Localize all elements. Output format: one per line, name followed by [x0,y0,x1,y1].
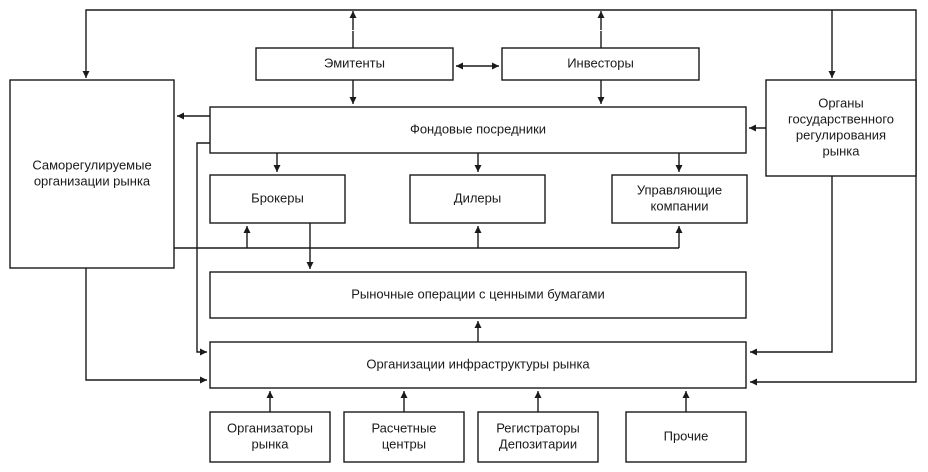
node-infra-label: Организации инфраструктуры рынка [366,356,590,371]
node-brokery: Брокеры [209,174,346,224]
node-samoreg-box [9,79,175,269]
node-upravl-label: компании [651,198,709,213]
node-posredniki-box [209,106,747,154]
node-dilery: Дилеры [409,174,546,224]
node-dilery-box [409,174,546,224]
node-dilery-label: Дилеры [454,190,501,205]
node-infra: Организации инфраструктуры рынка [209,341,747,389]
node-emitenty-label: Эмитенты [324,55,385,70]
node-prochie-label: Прочие [664,428,709,443]
node-raschet-label: центры [382,436,426,451]
node-organizatory-label: Организаторы [227,420,313,435]
node-organy-box [765,79,917,177]
node-boxes: Эмитенты ИнвесторыСаморегулируемыеорганиз… [9,47,917,463]
node-organy-label: Органы [818,95,864,110]
node-upravl-box [611,174,748,224]
connector-lines [82,9,917,412]
node-samoreg-label: организации рынка [34,173,151,188]
node-operacii-label: Рыночные операции с ценными бумагами [351,286,605,301]
node-operacii: Рыночные операции с ценными бумагами [209,271,747,319]
node-operacii-box [209,271,747,319]
node-registratory-label: Регистраторы [496,420,580,435]
node-organizatory-label: рынка [252,436,290,451]
node-brokery-label: Брокеры [251,190,304,205]
top-loop-line [85,9,917,386]
node-infra-box [209,341,747,389]
node-raschet-label: Расчетные [371,420,436,435]
node-organy-label: регулирования [796,127,886,142]
node-organy-label: рынка [823,143,861,158]
node-upravl-label: Управляющие [637,182,722,197]
node-posredniki: Фондовые посредники [209,106,747,154]
node-organizatory-box [209,411,331,463]
node-investory-label: Инвесторы [567,55,634,70]
node-emitenty: Эмитенты [255,47,454,81]
node-investory-box [501,47,700,81]
node-registratory-box [477,411,599,463]
node-emitenty-box [255,47,454,81]
node-registratory-label: Депозитарии [499,436,577,451]
samoreg-to-infra-line [85,268,207,384]
node-investory: Инвесторы [501,47,700,81]
node-organy-label: государственного [788,111,894,126]
posredniki-to-infra-line [196,142,210,356]
node-samoreg-label: Саморегулируемые [32,157,151,172]
node-posredniki-label: Фондовые посредники [410,121,546,136]
node-prochie: Прочие [625,411,747,463]
organy-to-infra-line [750,176,833,356]
node-brokery-box [209,174,346,224]
node-prochie-box [625,411,747,463]
node-raschet-box [343,411,465,463]
